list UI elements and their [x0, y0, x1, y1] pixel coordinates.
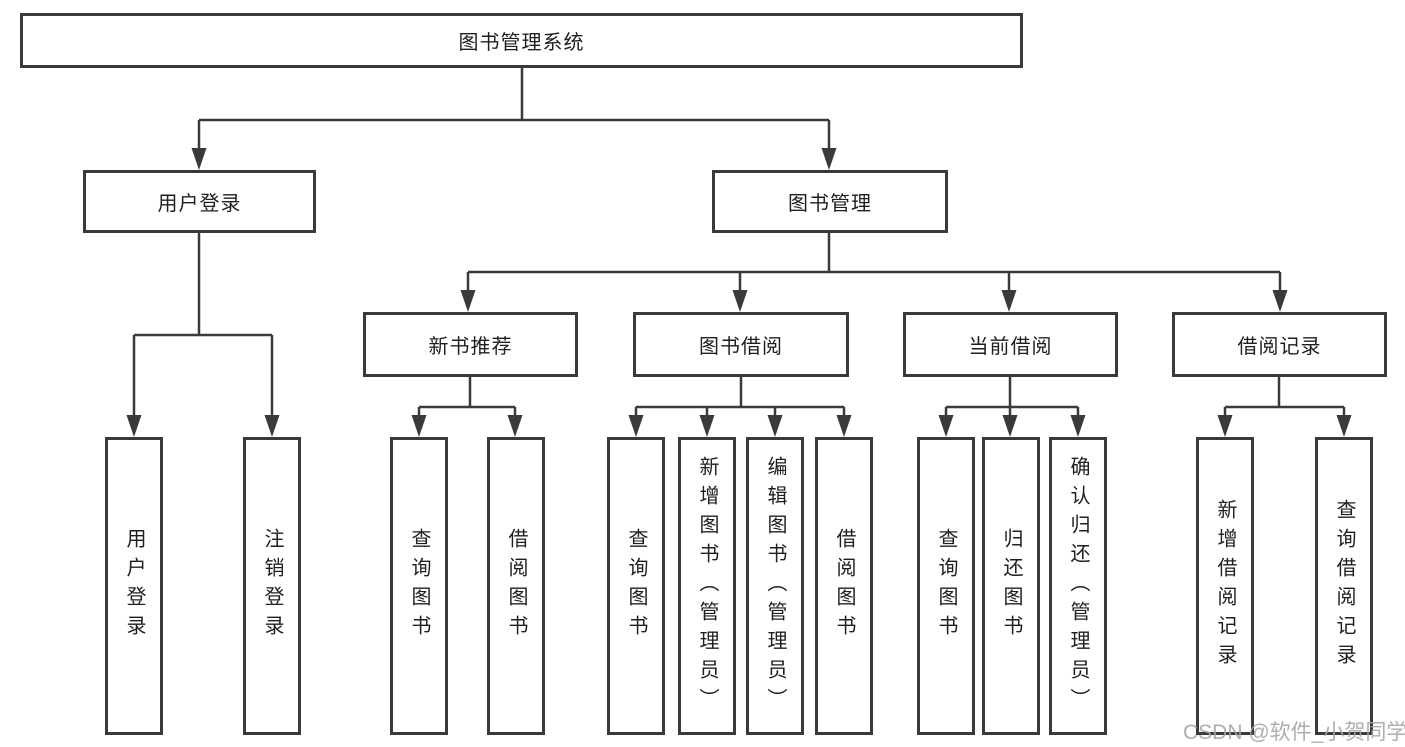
leaf-borrow-query-books: 查询图书 [607, 437, 665, 735]
leaf-label: 注销登录 [261, 528, 283, 644]
arrow-down-icon [126, 415, 142, 437]
leaf-records-query-record: 查询借阅记录 [1315, 437, 1373, 735]
leaf-user-login: 用户登录 [105, 437, 163, 735]
node-current-borrowing: 当前借阅 [903, 312, 1118, 377]
leaf-label: 新增图书（管理员） [696, 455, 718, 717]
arrow-down-icon [1002, 415, 1018, 437]
leaf-borrow-edit-books-admin: 编辑图书（管理员） [746, 437, 804, 735]
arrow-down-icon [836, 415, 852, 437]
arrow-down-icon [628, 415, 644, 437]
leaf-label: 借阅图书 [505, 528, 527, 644]
tree-branch-lines [132, 66, 1346, 417]
leaf-label: 查询借阅记录 [1333, 499, 1355, 673]
arrow-down-icon [767, 415, 783, 437]
arrow-down-icon [1336, 415, 1352, 437]
leaf-borrow-add-books-admin: 新增图书（管理员） [678, 437, 736, 735]
leaf-label: 查询图书 [625, 528, 647, 644]
node-user-login: 用户登录 [83, 170, 316, 233]
leaf-recommend-borrow-books: 借阅图书 [487, 437, 545, 735]
arrow-down-icon [507, 415, 523, 437]
node-book-borrowing: 图书借阅 [633, 312, 849, 377]
arrow-down-icon [1272, 290, 1288, 312]
leaf-borrow-borrow-books: 借阅图书 [815, 437, 873, 735]
leaf-label: 查询图书 [408, 528, 430, 644]
arrow-down-icon [699, 415, 715, 437]
leaf-label: 用户登录 [123, 528, 145, 644]
arrow-down-icon [460, 290, 476, 312]
arrowhead-icons [126, 148, 1352, 437]
leaf-label: 新增借阅记录 [1214, 499, 1236, 673]
leaf-label: 确认归还（管理员） [1067, 455, 1089, 717]
leaf-current-confirm-return-admin: 确认归还（管理员） [1049, 437, 1107, 735]
watermark: CSDN @软件_小贺同学 [1183, 721, 1405, 744]
leaf-label: 借阅图书 [833, 528, 855, 644]
node-borrowing-records: 借阅记录 [1172, 312, 1387, 377]
leaf-current-return-books: 归还图书 [982, 437, 1040, 735]
node-new-book-recommendation: 新书推荐 [363, 312, 578, 377]
arrow-down-icon [938, 415, 954, 437]
arrow-down-icon [821, 148, 837, 170]
arrow-down-icon [264, 415, 280, 437]
arrow-down-icon [1001, 290, 1017, 312]
arrow-down-icon [411, 415, 427, 437]
arrow-down-icon [1217, 415, 1233, 437]
leaf-recommend-query-books: 查询图书 [390, 437, 448, 735]
node-root: 图书管理系统 [20, 13, 1023, 68]
leaf-records-add-record: 新增借阅记录 [1196, 437, 1254, 735]
leaf-label: 查询图书 [935, 528, 957, 644]
leaf-logout: 注销登录 [243, 437, 301, 735]
arrow-down-icon [191, 148, 207, 170]
leaf-label: 编辑图书（管理员） [764, 455, 786, 717]
arrow-down-icon [1070, 415, 1086, 437]
arrow-down-icon [732, 290, 748, 312]
leaf-label: 归还图书 [1000, 528, 1022, 644]
leaf-current-query-books: 查询图书 [917, 437, 975, 735]
node-book-management: 图书管理 [712, 170, 948, 233]
